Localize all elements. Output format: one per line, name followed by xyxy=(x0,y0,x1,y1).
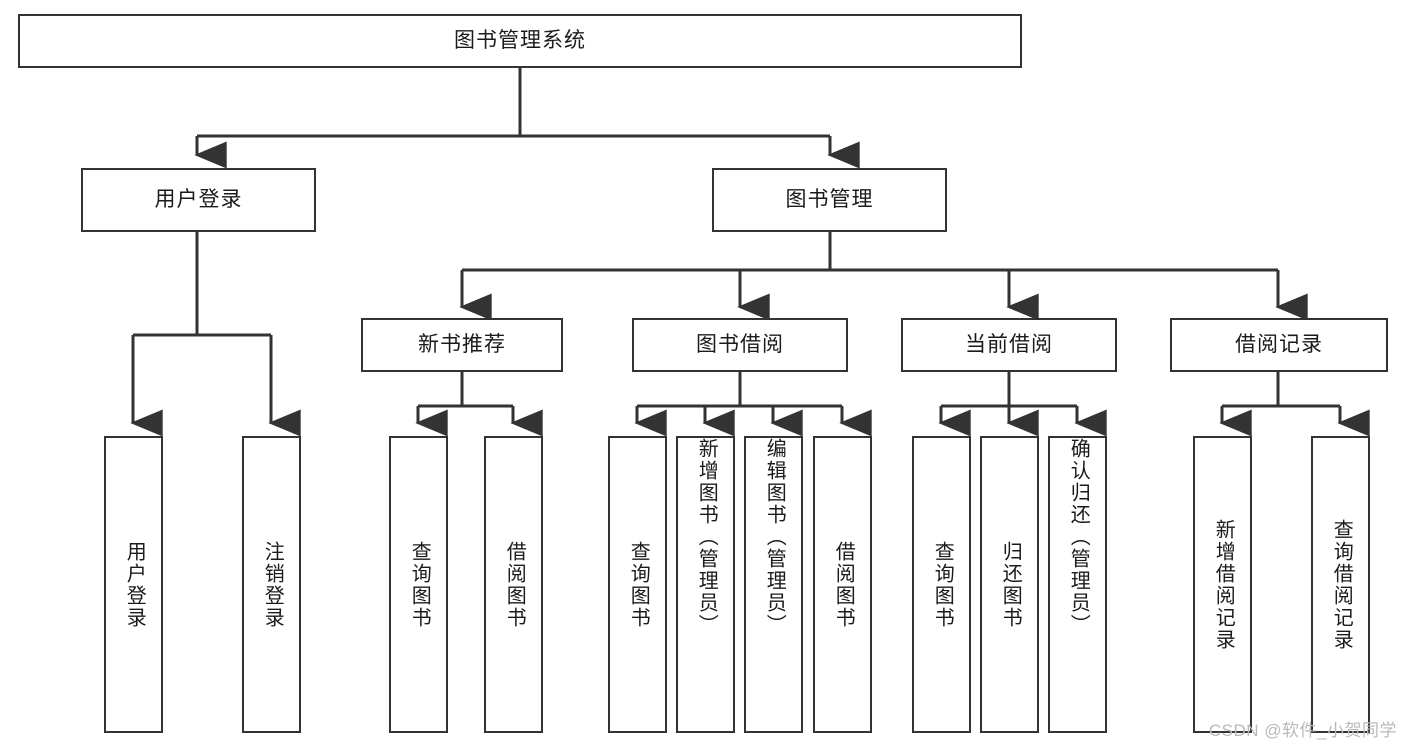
node-label: 新增借阅记录 xyxy=(1212,518,1235,651)
node-label: 查询图书 xyxy=(931,540,954,629)
node-leaf-add-record[interactable]: 新增借阅记录 xyxy=(1193,436,1252,733)
node-label: 用户登录 xyxy=(123,540,146,629)
node-book-manage[interactable]: 图书管理 xyxy=(712,168,947,232)
node-leaf-user-login[interactable]: 用户登录 xyxy=(104,436,163,733)
node-user-login[interactable]: 用户登录 xyxy=(81,168,316,232)
node-leaf-add-book[interactable]: 新增图书（管理员） xyxy=(676,436,735,733)
node-label: 查询借阅记录 xyxy=(1330,518,1353,651)
node-leaf-borrow-book-2[interactable]: 借阅图书 xyxy=(813,436,872,733)
node-label: 借阅记录 xyxy=(1235,332,1323,356)
node-leaf-confirm-return[interactable]: 确认归还（管理员） xyxy=(1048,436,1107,733)
node-label: 确认归还（管理员） xyxy=(1067,438,1090,636)
node-leaf-query-record[interactable]: 查询借阅记录 xyxy=(1311,436,1370,733)
node-leaf-query-book-1[interactable]: 查询图书 xyxy=(389,436,448,733)
node-current-borrow[interactable]: 当前借阅 xyxy=(901,318,1117,372)
node-leaf-query-book-3[interactable]: 查询图书 xyxy=(912,436,971,733)
node-leaf-edit-book[interactable]: 编辑图书（管理员） xyxy=(744,436,803,733)
node-label: 查询图书 xyxy=(408,540,431,629)
node-leaf-query-book-2[interactable]: 查询图书 xyxy=(608,436,667,733)
node-label: 编辑图书（管理员） xyxy=(763,438,786,636)
node-new-book-rec[interactable]: 新书推荐 xyxy=(361,318,563,372)
node-leaf-borrow-book-1[interactable]: 借阅图书 xyxy=(484,436,543,733)
node-label: 归还图书 xyxy=(999,540,1022,629)
node-label: 用户登录 xyxy=(154,187,243,211)
node-label: 新增图书（管理员） xyxy=(695,438,718,636)
node-label: 借阅图书 xyxy=(503,540,526,629)
node-label: 图书管理系统 xyxy=(454,28,586,52)
node-book-borrow[interactable]: 图书借阅 xyxy=(632,318,848,372)
node-label: 图书借阅 xyxy=(696,332,784,356)
node-label: 当前借阅 xyxy=(965,332,1053,356)
node-leaf-logout[interactable]: 注销登录 xyxy=(242,436,301,733)
node-leaf-return-book[interactable]: 归还图书 xyxy=(980,436,1039,733)
node-borrow-record[interactable]: 借阅记录 xyxy=(1170,318,1388,372)
node-label: 查询图书 xyxy=(627,540,650,629)
node-label: 新书推荐 xyxy=(418,332,506,356)
node-label: 图书管理 xyxy=(785,187,874,211)
node-root-system[interactable]: 图书管理系统 xyxy=(18,14,1022,68)
node-label: 借阅图书 xyxy=(832,540,855,629)
node-label: 注销登录 xyxy=(261,540,284,629)
